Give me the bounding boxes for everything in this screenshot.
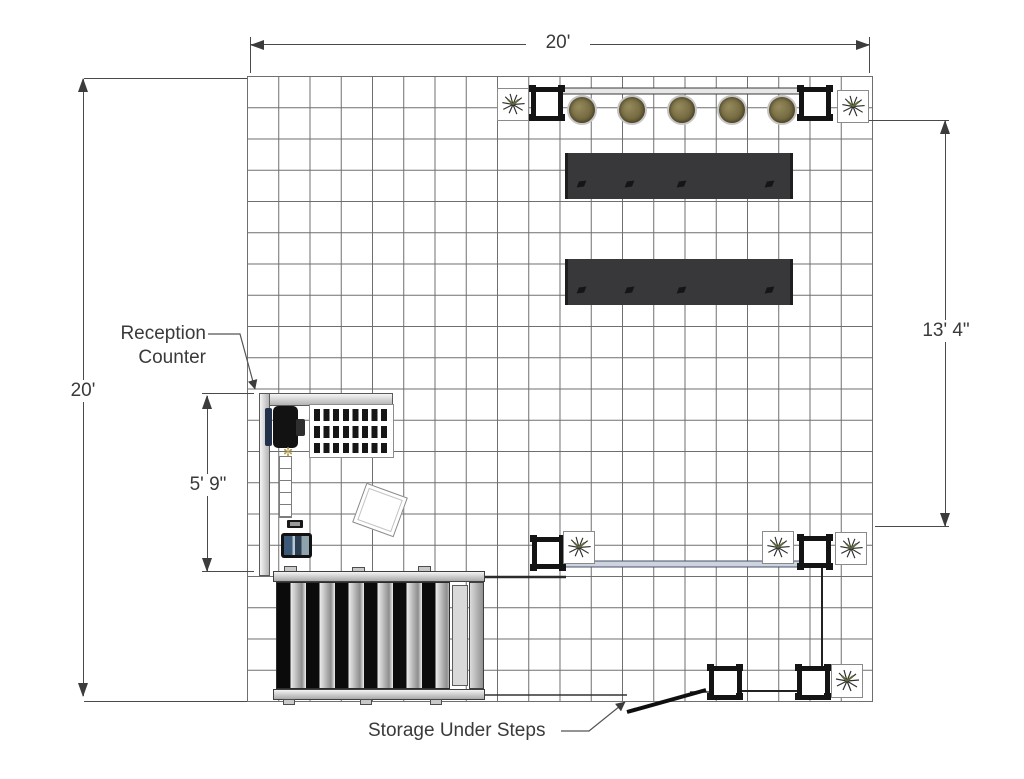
stair-bottom-rail xyxy=(273,689,485,700)
plant-icon xyxy=(567,535,592,559)
stair-top-rail xyxy=(273,571,485,582)
stair-landing xyxy=(452,585,468,686)
truss-post xyxy=(797,85,831,121)
truss-post xyxy=(797,534,831,568)
right-dimension-ext-bottom xyxy=(875,526,949,527)
plant-box xyxy=(837,90,869,123)
tablet-kiosk xyxy=(281,533,312,558)
arrow-head-icon xyxy=(940,120,950,134)
plant-icon xyxy=(839,536,864,560)
arrow-head-icon xyxy=(78,78,88,92)
stair-foot xyxy=(360,699,372,705)
stair-foot xyxy=(283,699,295,705)
top-dimension-tick-left xyxy=(250,37,251,73)
tablet-screen xyxy=(284,536,309,555)
arrow-head-icon xyxy=(250,40,264,50)
arrow-head-icon xyxy=(856,40,870,50)
potted-plant-icon xyxy=(567,95,597,125)
table-clamp-icon xyxy=(764,286,775,294)
potted-plant-icon xyxy=(617,95,647,125)
arrow-head-icon xyxy=(940,513,950,527)
truss-post xyxy=(529,85,563,121)
storage-leader-line xyxy=(561,701,626,732)
left-dimension-ext-bottom xyxy=(84,701,247,702)
right-partial-height-dimension: 13' 4" xyxy=(907,320,985,342)
reception-dimension-ext-top xyxy=(202,393,254,394)
truss-post xyxy=(707,664,742,700)
reception-counter-side xyxy=(259,393,270,576)
table-clamp-icon xyxy=(764,180,775,188)
display-table-2 xyxy=(565,259,793,305)
left-height-dimension: 20' xyxy=(53,380,113,402)
table-clamp-icon xyxy=(576,180,587,188)
chair-arm xyxy=(296,419,305,436)
arrow-head-icon xyxy=(202,558,212,572)
truss-post xyxy=(795,664,830,700)
table-clamp-icon xyxy=(624,180,635,188)
reception-dimension-ext-bottom xyxy=(202,571,254,572)
arrow-head-icon xyxy=(202,395,212,409)
monitor-strip xyxy=(265,408,272,446)
right-dimension-ext-top xyxy=(867,120,949,121)
plant-box xyxy=(835,532,867,565)
stair-side-stringer xyxy=(469,582,484,689)
plant-box xyxy=(563,531,595,564)
table-clamp-icon xyxy=(576,286,587,294)
arrow-head-icon xyxy=(78,683,88,697)
potted-plant-icon xyxy=(767,95,797,125)
plant-icon xyxy=(501,92,526,116)
left-dimension-ext-top xyxy=(84,78,247,79)
reception-chair xyxy=(273,406,298,448)
stair-foot xyxy=(430,699,442,705)
small-plant-icon: ✻ xyxy=(283,445,294,459)
card-reader-device xyxy=(287,520,303,528)
plant-icon xyxy=(841,94,866,118)
top-width-dimension: 20' xyxy=(526,32,590,54)
plant-box xyxy=(762,531,794,564)
table-clamp-icon xyxy=(624,286,635,294)
storage-under-steps-label: Storage Under Steps xyxy=(368,720,546,741)
reception-counter-label: Reception Counter xyxy=(120,323,206,368)
top-dimension-tick-right xyxy=(869,37,870,73)
potted-plant-icon xyxy=(717,95,747,125)
plant-icon xyxy=(766,535,791,559)
plant-icon xyxy=(835,669,860,692)
shelf-tower xyxy=(279,456,292,518)
truss-post xyxy=(530,535,564,569)
reception-height-dimension: 5' 9" xyxy=(171,474,245,496)
brochure-slots xyxy=(314,409,389,453)
display-table-1 xyxy=(565,153,793,199)
potted-plant-icon xyxy=(667,95,697,125)
plant-box xyxy=(831,664,863,698)
staircase-treads xyxy=(276,582,450,689)
table-clamp-icon xyxy=(676,180,687,188)
plant-box xyxy=(497,88,529,121)
table-clamp-icon xyxy=(676,286,687,294)
brochure-rack-panel xyxy=(309,404,394,458)
